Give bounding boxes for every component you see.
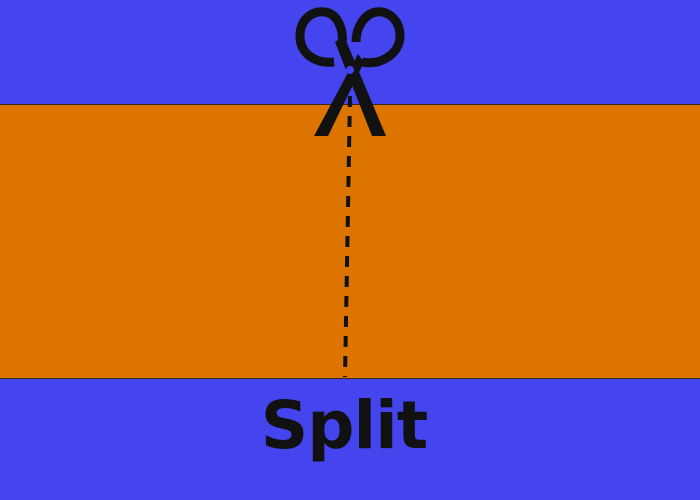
bottom-background [0,379,700,500]
orange-band [0,104,700,379]
split-label: Split [260,387,429,464]
scissors-icon [295,7,405,136]
